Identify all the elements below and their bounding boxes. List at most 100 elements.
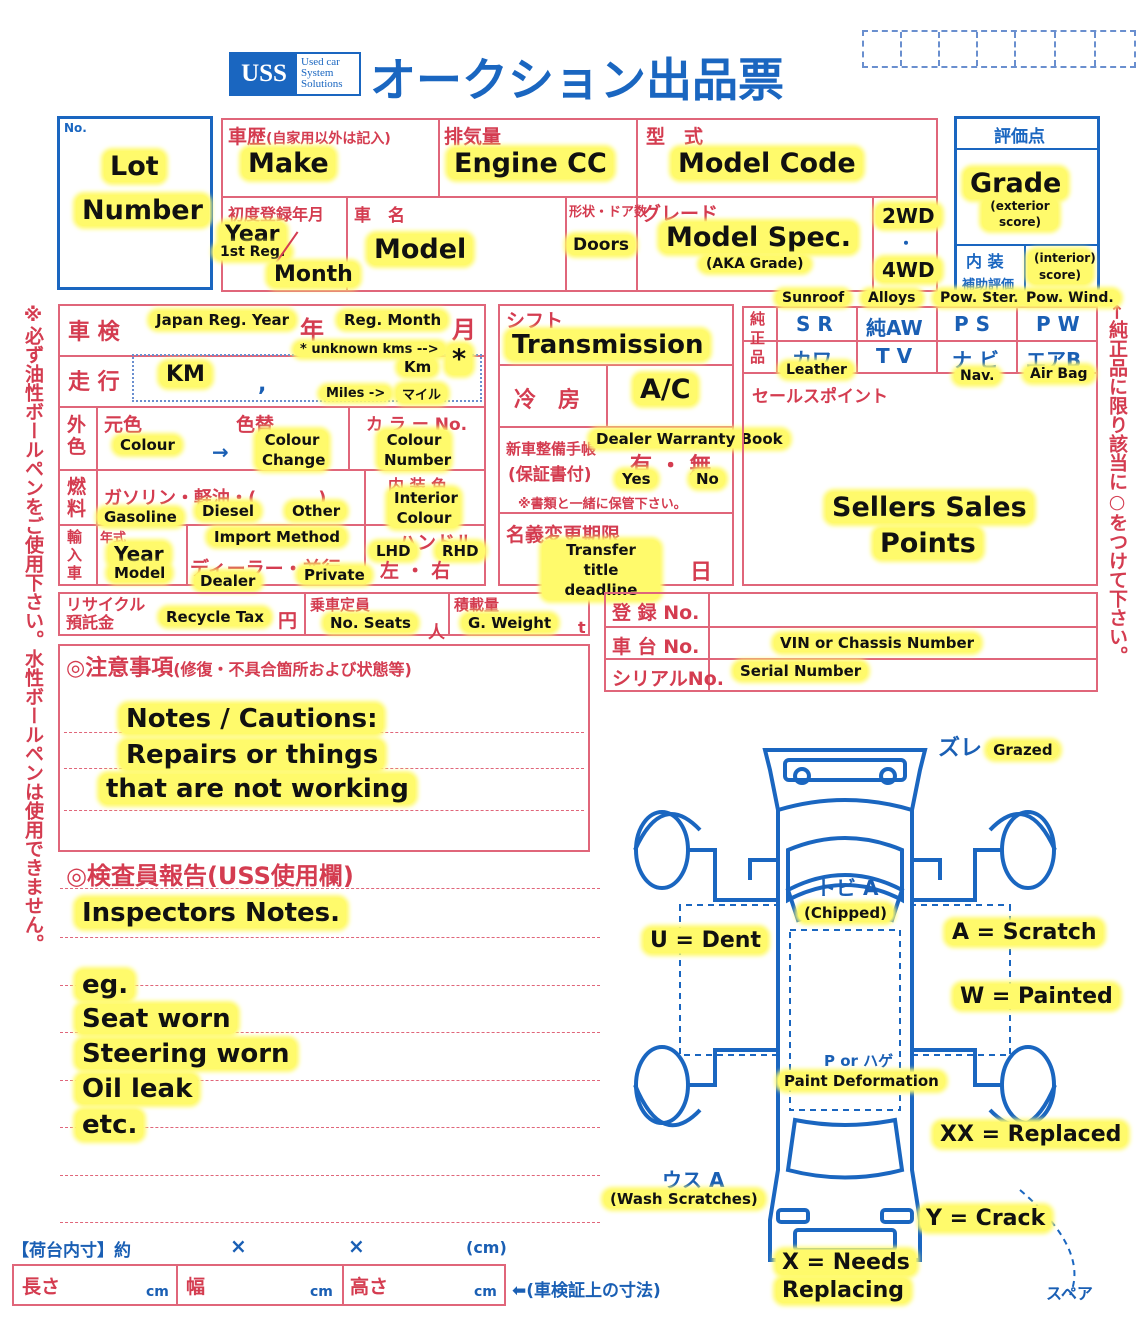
import-year[interactable]: Year: [108, 542, 170, 566]
tobi-label: トビ A: [816, 876, 879, 900]
registration-box: [604, 592, 1098, 692]
seats-unit: 人: [428, 623, 445, 643]
usu-label: ウス A: [662, 1168, 725, 1192]
handle-rhd[interactable]: RHD: [436, 542, 485, 560]
sales-field-2[interactable]: Points: [874, 528, 982, 559]
needs-replacing-2: Replacing: [776, 1278, 910, 1303]
color-arrow: →: [212, 440, 229, 464]
inspector-jp: ◎検査員報告(USS使用欄): [66, 862, 354, 890]
ac-jp: 冷 房: [514, 388, 581, 413]
opt-alloys[interactable]: 純AW: [866, 316, 923, 340]
miles-label: Miles ->: [320, 386, 392, 401]
import-private[interactable]: Private: [298, 566, 371, 584]
notes-box: [58, 644, 590, 852]
genuine-options-box: [742, 306, 1098, 586]
opt-sunroof-en: Sunroof: [776, 290, 851, 306]
model-code-field[interactable]: Model Code: [672, 148, 862, 179]
warranty-no[interactable]: No: [690, 470, 725, 488]
logo-sub-1: Used car: [301, 56, 340, 68]
warranty-yes[interactable]: Yes: [616, 470, 657, 488]
color-orig-en[interactable]: Colour: [114, 436, 181, 454]
serial-jp: シリアルNo.: [612, 668, 724, 690]
opt-pw-en: Pow. Wind.: [1020, 290, 1120, 306]
color-orig-jp: 元色: [104, 414, 143, 436]
doors-field[interactable]: Doors: [567, 235, 635, 255]
warranty-jp2: (保証書付): [508, 465, 592, 485]
cargo-width-unit: cm: [310, 1284, 333, 1300]
fuel-jp: 燃料: [67, 476, 87, 520]
color-chg-en[interactable]: Colour Change: [256, 430, 328, 470]
make-field[interactable]: Make: [242, 148, 335, 179]
first-reg-month[interactable]: Month: [268, 262, 359, 287]
seats-jp: 乗車定員: [310, 596, 371, 614]
weight-unit: t: [578, 618, 586, 637]
color-num-en[interactable]: Colour Number: [378, 430, 451, 470]
cargo-box: [12, 1264, 506, 1306]
opt-sunroof[interactable]: S R: [796, 312, 833, 336]
fuel-diesel[interactable]: Diesel: [196, 502, 261, 520]
opt-leather-en: Leather: [780, 362, 853, 378]
side-note-right: ←純正品に限り該当に○をつけて下さい。: [1106, 304, 1128, 665]
transfer-en[interactable]: Transfer title deadline: [542, 540, 660, 600]
grade-spec-field[interactable]: Model Spec.: [660, 222, 858, 253]
sales-field-1[interactable]: Sellers Sales: [826, 492, 1033, 523]
cargo-height-unit: cm: [474, 1284, 497, 1300]
paint-jp: P or ハゲ: [824, 1052, 894, 1070]
fuel-other[interactable]: Other: [286, 502, 347, 520]
seats-field[interactable]: No. Seats: [324, 614, 417, 632]
drive-2wd[interactable]: 2WD: [876, 204, 941, 228]
import-jp: 輸入車: [67, 528, 83, 582]
uss-logo: USS Used car System Solutions: [229, 52, 361, 96]
lot-box[interactable]: No. Lot Number: [57, 116, 213, 290]
logo-sub-2: System: [301, 67, 334, 79]
model-code-jp: 型 式: [646, 126, 704, 148]
mileage-comma: ,: [258, 372, 267, 397]
opt-ps[interactable]: P S: [954, 312, 991, 336]
weight-field[interactable]: G. Weight: [462, 614, 558, 632]
grade-spec-aka: (AKA Grade): [700, 256, 810, 272]
recycle-field[interactable]: Recycle Tax: [160, 608, 270, 626]
first-reg-year[interactable]: Year: [219, 222, 286, 247]
interior-color-en[interactable]: Interior Colour: [388, 488, 460, 528]
shift-field[interactable]: Transmission: [506, 330, 710, 360]
chassis-jp: 車 台 No.: [612, 636, 700, 658]
cargo-width[interactable]: 幅: [186, 1276, 206, 1298]
fuel-gasoline[interactable]: Gasoline: [98, 508, 183, 526]
paint-deformation: Paint Deformation: [778, 1072, 945, 1090]
shaken-year-jp: 年: [300, 316, 324, 344]
ac-field[interactable]: A/C: [634, 374, 697, 405]
import-dealer[interactable]: Dealer: [194, 572, 262, 590]
drive-4wd[interactable]: 4WD: [876, 258, 941, 282]
handle-lr-jp: 左 ・ 右: [380, 560, 451, 582]
genuine-jp: 純正品: [750, 310, 766, 366]
opt-tv[interactable]: T V: [876, 344, 913, 368]
inspector-field[interactable]: Inspectors Notes.: [76, 898, 346, 928]
model-jp: 車 名: [354, 206, 405, 226]
serial-field[interactable]: Serial Number: [734, 662, 868, 680]
unknown-star: *: [446, 344, 473, 375]
handle-lhd[interactable]: LHD: [370, 542, 417, 560]
chassis-field[interactable]: VIN or Chassis Number: [774, 634, 981, 652]
notes-field-1[interactable]: Notes / Cautions:: [120, 704, 384, 734]
opt-alloys-en: Alloys: [862, 290, 922, 306]
interior-jp2: 補助評価: [962, 278, 1015, 293]
notes-field-2: Repairs or things: [120, 740, 385, 770]
inspection-box: [58, 304, 486, 586]
doors-jp: 形状・ドア数: [569, 205, 648, 220]
cargo-length-unit: cm: [146, 1284, 169, 1300]
lot-label-1: Lot: [104, 151, 165, 182]
warranty-en: Dealer Warranty Book: [590, 430, 789, 448]
cargo-height[interactable]: 高さ: [350, 1276, 389, 1298]
weight-jp: 積載量: [454, 596, 500, 614]
grade-field[interactable]: Grade: [964, 168, 1068, 199]
model-field[interactable]: Model: [368, 234, 473, 265]
cargo-length[interactable]: 長さ: [22, 1276, 61, 1298]
opt-pw[interactable]: P W: [1036, 312, 1080, 336]
recycle-jp: リサイクル預託金: [66, 595, 146, 632]
interior-en[interactable]: (interior) score): [1028, 250, 1096, 284]
engine-field[interactable]: Engine CC: [448, 148, 613, 179]
inspector-example-1: eg.: [76, 970, 135, 1000]
cargo-jp: 【荷台内寸】約: [12, 1241, 131, 1261]
logo-mark: USS: [231, 54, 297, 94]
mile-jp: マイル: [396, 384, 448, 403]
